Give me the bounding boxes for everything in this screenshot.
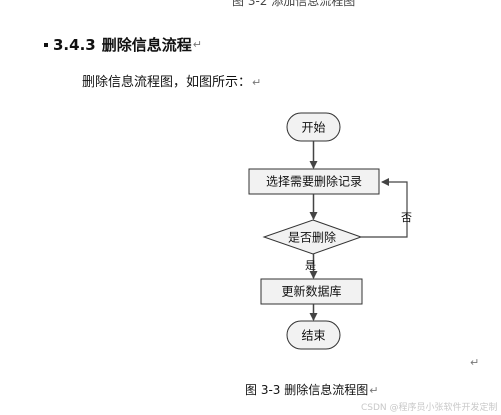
start-label: 开始 <box>301 121 325 135</box>
figure-caption: 图 3-3 删除信息流程图↵ <box>245 383 379 397</box>
section-number: 3.4.3 <box>53 35 96 54</box>
section-title: 删除信息流程 <box>101 36 192 54</box>
decision-label: 是否删除 <box>288 230 336 245</box>
arrow-no-loop <box>361 178 408 238</box>
update-database-label: 更新数据库 <box>281 284 341 299</box>
watermark: CSDN @程序员小张软件开发定制 <box>361 403 498 413</box>
return-mark-icon: ↵ <box>369 384 379 397</box>
update-database-node: 更新数据库 <box>260 278 363 305</box>
intro-paragraph: 删除信息流程图，如图所示：↵ <box>82 75 262 90</box>
select-record-label: 选择需要删除记录 <box>266 174 362 189</box>
select-record-node: 选择需要删除记录 <box>248 168 380 195</box>
return-mark-icon: ↵ <box>192 38 202 51</box>
end-label: 结束 <box>301 329 325 343</box>
return-mark-icon: ↵ <box>252 76 262 89</box>
return-mark-icon: ↵ <box>470 356 480 369</box>
no-label: 否 <box>401 211 412 224</box>
heading-bullet <box>44 42 48 47</box>
end-node: 结束 <box>286 320 341 350</box>
yes-label: 是 <box>305 259 316 272</box>
decision-node: 是否删除 <box>262 219 363 255</box>
start-node: 开始 <box>286 112 341 142</box>
section-heading: 3.4.3 删除信息流程 ↵ <box>44 34 202 55</box>
previous-figure-caption: 图 3-2 添加信息流程图 <box>232 0 356 8</box>
